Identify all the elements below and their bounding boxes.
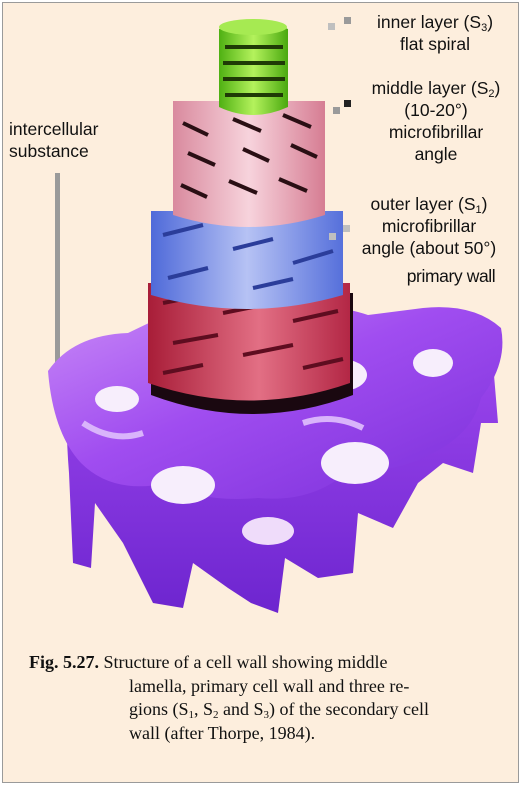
inner-layer-s3 xyxy=(219,19,288,115)
label-intercellular: intercellular substance xyxy=(9,118,113,162)
label-outer-line2: microfibrillar xyxy=(343,215,515,237)
label-outer-line1: outer layer (S xyxy=(371,194,476,214)
label-middle-close: ) xyxy=(495,78,501,98)
inner-pointer-dot-2 xyxy=(328,23,335,30)
label-middle-line1: middle layer (S xyxy=(372,78,489,98)
label-middle-line2: (10-20°) xyxy=(353,99,519,121)
caption-line4: wall (after Thorpe, 1984). xyxy=(29,722,504,746)
inner-pointer-dot xyxy=(344,17,351,24)
label-middle-layer: middle layer (S2) (10-20°) microfibrilla… xyxy=(353,77,519,165)
middle-pointer-dot xyxy=(344,100,351,107)
caption-line3-c: and S xyxy=(219,699,264,719)
label-intercellular-line1: intercellular xyxy=(9,118,113,140)
label-intercellular-line2: substance xyxy=(9,140,113,162)
label-inner-close: ) xyxy=(487,12,493,32)
label-middle-line3: microfibrillar xyxy=(353,121,519,143)
label-primary-text: primary wall xyxy=(391,265,511,287)
label-middle-line4: angle xyxy=(353,143,519,165)
label-outer-close: ) xyxy=(482,194,488,214)
caption-line2: lamella, primary cell wall and three re- xyxy=(29,675,504,699)
caption-line3-b: , S xyxy=(194,699,213,719)
middle-pointer-dot-2 xyxy=(333,107,340,114)
caption-line3-a: gions (S xyxy=(129,699,189,719)
caption-line3-d: ) of the secondary cell xyxy=(269,699,429,719)
label-inner-line2: flat spiral xyxy=(355,33,515,55)
label-outer-line3: angle (about 50°) xyxy=(343,237,515,259)
label-outer-layer: outer layer (S1) microfibrillar angle (a… xyxy=(343,193,515,259)
caption-line3: gions (S1, S2 and S3) of the secondary c… xyxy=(29,698,504,722)
middle-layer-s2 xyxy=(173,101,325,227)
label-inner-layer: inner layer (S3) flat spiral xyxy=(355,11,515,55)
caption-fig-label: Fig. 5.27. xyxy=(29,652,99,672)
intercellular-pointer-line xyxy=(55,173,60,378)
label-inner-line1: inner layer (S xyxy=(377,12,481,32)
caption-line1: Structure of a cell wall showing middle xyxy=(104,652,388,672)
outer-pointer-dot-2 xyxy=(329,233,336,240)
figure-caption: Fig. 5.27. Structure of a cell wall show… xyxy=(29,651,504,745)
label-primary-wall: primary wall xyxy=(391,265,511,287)
